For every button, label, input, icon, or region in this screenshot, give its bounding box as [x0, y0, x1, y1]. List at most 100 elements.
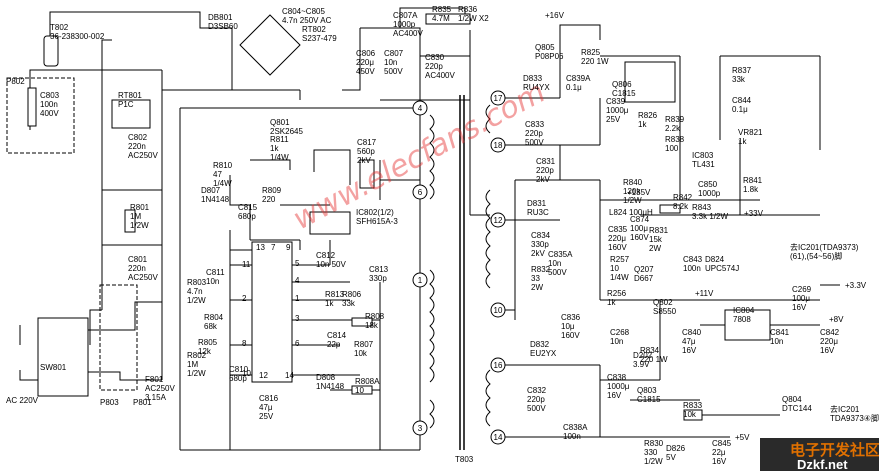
transformer-pin-number: 12: [494, 216, 503, 225]
transformer-pin-number: 10: [494, 306, 503, 315]
r843-resistor: [659, 204, 681, 214]
label-ic802: IC802(1/2)SFH615A-3: [356, 208, 398, 226]
c817-capacitor: [359, 159, 375, 189]
r833-resistor: [683, 409, 703, 421]
r808-resistor: [351, 317, 373, 327]
transformer-pin-circle: [490, 302, 506, 318]
transformer-pin-number: 18: [494, 141, 503, 150]
ic801-pin: 10: [242, 369, 251, 378]
ic802b-optocoupler: [624, 61, 676, 103]
ic802-optocoupler: [309, 211, 351, 235]
ic801-pin: 14: [285, 371, 294, 380]
ic801-pin: 4: [295, 276, 300, 285]
label-v33b: +3.3V: [845, 281, 867, 290]
label-v135: +135V: [627, 188, 651, 197]
transformer-pin-number: 17: [494, 94, 503, 103]
ic801-pin: 5: [295, 259, 300, 268]
ic801-pin: 8: [242, 339, 247, 348]
label-p803: P803: [100, 398, 119, 407]
ic801-pin: 13: [256, 243, 265, 252]
wires: [6, 7, 840, 451]
transformer-pin-number: 3: [418, 424, 423, 433]
logo-line2: Dzkf.net: [797, 457, 848, 471]
watermark: www.elecfans.com: [287, 75, 551, 237]
transformer-pin-circle: [490, 137, 506, 153]
t802-choke: [43, 35, 59, 67]
transformer-pin-circle: [490, 357, 506, 373]
ic801-pin: 9: [286, 243, 291, 252]
r808a-resistor: [351, 385, 373, 395]
transformer-pin-circle: [412, 272, 428, 288]
ic801-pin: 2: [242, 294, 247, 303]
ic804-regulator: [724, 309, 771, 341]
label-t803: T803: [455, 455, 474, 464]
transformer-pin-circle: [490, 212, 506, 228]
logo-line1: 电子开发社区: [790, 441, 879, 459]
transformer-pin-circle: [490, 90, 506, 106]
ic801-chip: [251, 241, 293, 383]
label-sw801: SW801: [40, 363, 67, 372]
transformer-pin-number: 6: [418, 188, 423, 197]
label-ac220: AC 220V: [6, 396, 39, 405]
